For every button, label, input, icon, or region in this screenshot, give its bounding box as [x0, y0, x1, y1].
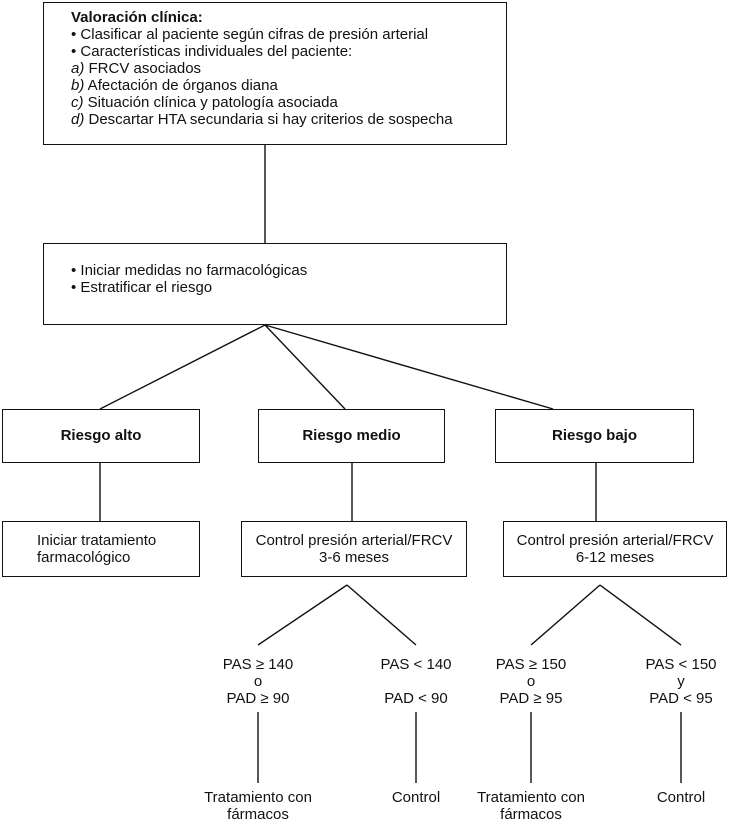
assessment-bullet-classify: • Clasificar al paciente según cifras de… [71, 26, 429, 43]
outcome-medium-low: Control [391, 789, 441, 806]
risk-low-label: Riesgo bajo [551, 427, 637, 444]
initial-bullet-stratify: • Estratificar el riesgo [71, 279, 213, 296]
assessment-content: Valoración clínica: • Clasificar al paci… [71, 9, 453, 128]
assessment-item-b: b) Afectación de órganos diana [71, 77, 278, 94]
risk-medium-label: Riesgo medio [302, 427, 401, 444]
connector-medium-split-left [257, 584, 348, 646]
criteria-low-high: PAS ≥ 150 o PAD ≥ 95 [495, 656, 567, 707]
risk-low-box: Riesgo bajo [495, 409, 694, 463]
connector-low-split-left [530, 584, 601, 646]
assessment-item-d: d) Descartar HTA secundaria si hay crite… [71, 111, 453, 128]
action-high-text: Iniciar tratamiento farmacológico [37, 532, 157, 566]
assessment-bullet-characteristics: • Características individuales del pacie… [71, 43, 353, 60]
criteria-medium-high: PAS ≥ 140 o PAD ≥ 90 [222, 656, 294, 707]
criteria-medium-low: PAS < 140 PAD < 90 [380, 656, 452, 707]
risk-high-box: Riesgo alto [2, 409, 200, 463]
initial-measures-box: • Iniciar medidas no farmacológicas • Es… [43, 243, 507, 325]
connector-initial-to-high [99, 324, 266, 410]
connector-initial-to-low [264, 324, 554, 410]
outcome-low-low: Control [656, 789, 706, 806]
assessment-item-c: c) Situación clínica y patología asociad… [71, 94, 338, 111]
initial-measures-content: • Iniciar medidas no farmacológicas • Es… [71, 262, 307, 296]
connector-low-split-right [599, 584, 682, 646]
criteria-low-low: PAS < 150 y PAD < 95 [645, 656, 717, 707]
connector-initial-to-medium [264, 324, 346, 410]
outcome-medium-high: Tratamiento con fármacos [204, 789, 312, 823]
risk-high-label: Riesgo alto [60, 427, 142, 444]
action-medium-box: Control presión arterial/FRCV 3-6 meses [241, 521, 467, 577]
assessment-title: Valoración clínica: [71, 9, 203, 26]
initial-bullet-non-pharma: • Iniciar medidas no farmacológicas [71, 262, 308, 279]
action-high-box: Iniciar tratamiento farmacológico [2, 521, 200, 577]
action-low-text: Control presión arterial/FRCV 6-12 meses [516, 532, 714, 566]
risk-medium-box: Riesgo medio [258, 409, 445, 463]
action-medium-text: Control presión arterial/FRCV 3-6 meses [255, 532, 453, 566]
connector-medium-split-right [346, 584, 417, 646]
assessment-box: Valoración clínica: • Clasificar al paci… [43, 2, 507, 145]
action-low-box: Control presión arterial/FRCV 6-12 meses [503, 521, 727, 577]
assessment-item-a: a) FRCV asociados [71, 60, 202, 77]
outcome-low-high: Tratamiento con fármacos [477, 789, 585, 823]
